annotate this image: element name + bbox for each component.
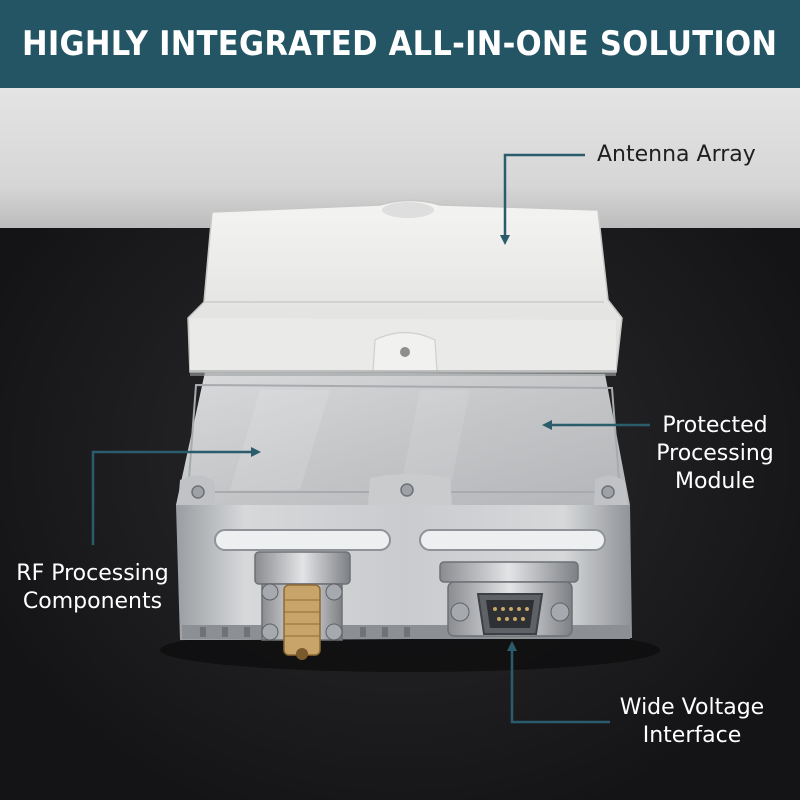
label-antenna-text: Antenna Array — [597, 142, 756, 167]
rf-connector-flange — [254, 551, 351, 585]
label-protected-line3: Module — [675, 469, 755, 494]
label-protected-line1: Protected — [662, 413, 768, 438]
label-antenna-array: Antenna Array — [597, 141, 756, 169]
enclosure-top-plate — [176, 372, 630, 505]
label-rf-components: RF Processing Components — [10, 560, 175, 616]
sma-connector — [283, 584, 321, 656]
label-rf-line2: Components — [22, 589, 163, 614]
banner-title: HIGHLY INTEGRATED ALL-IN-ONE SOLUTION — [22, 24, 778, 64]
label-rf-line1: RF Processing — [16, 561, 169, 586]
label-protected-line2: Processing — [656, 441, 774, 466]
label-wide-voltage: Wide Voltage Interface — [612, 694, 772, 750]
label-protected-module: Protected Processing Module — [650, 412, 780, 496]
title-banner: HIGHLY INTEGRATED ALL-IN-ONE SOLUTION — [0, 0, 800, 88]
label-voltage-line1: Wide Voltage — [619, 695, 765, 720]
label-voltage-line2: Interface — [642, 723, 742, 748]
